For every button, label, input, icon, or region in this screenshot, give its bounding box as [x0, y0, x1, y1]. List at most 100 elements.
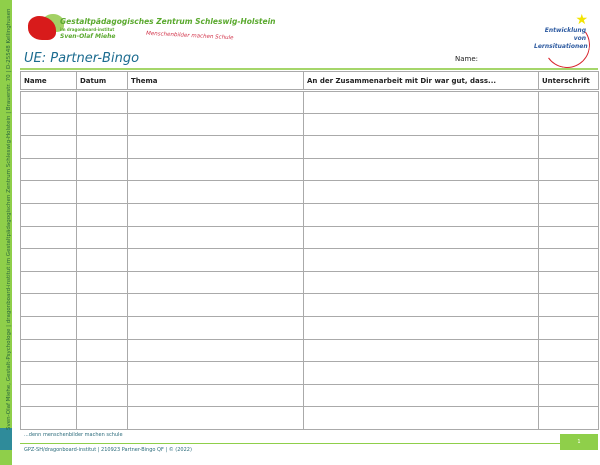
- column-header-unterschrift: Unterschrift: [538, 71, 599, 92]
- table-cell[interactable]: [127, 202, 304, 227]
- table-row: [20, 315, 599, 340]
- sidebar-address: Sven-Olaf Miehe, Gestalt-Psychologe | dr…: [6, 8, 12, 430]
- table-cell[interactable]: [76, 248, 128, 272]
- table-cell[interactable]: [538, 270, 599, 295]
- table-cell[interactable]: [303, 293, 539, 317]
- table-cell[interactable]: [127, 180, 304, 204]
- table-cell[interactable]: [127, 361, 304, 385]
- table-cell[interactable]: [127, 270, 304, 295]
- table-cell[interactable]: [20, 180, 77, 204]
- table-cell[interactable]: [20, 157, 77, 182]
- table-cell[interactable]: [303, 248, 539, 272]
- table-cell[interactable]: [127, 90, 304, 114]
- table-cell[interactable]: [20, 338, 77, 363]
- table-row: [20, 338, 599, 363]
- table-row: [20, 225, 599, 250]
- table-cell[interactable]: [76, 225, 128, 250]
- table-cell[interactable]: [127, 338, 304, 363]
- table-row: [20, 112, 599, 137]
- table-cell[interactable]: [127, 225, 304, 250]
- table-cell[interactable]: [76, 315, 128, 340]
- table-cell[interactable]: [127, 112, 304, 137]
- table-cell[interactable]: [127, 293, 304, 317]
- table-cell[interactable]: [303, 202, 539, 227]
- table-cell[interactable]: [303, 90, 539, 114]
- table-cell[interactable]: [20, 293, 77, 317]
- table-cell[interactable]: [303, 338, 539, 363]
- table-cell[interactable]: [76, 135, 128, 159]
- table-cell[interactable]: [20, 135, 77, 159]
- table-cell[interactable]: [538, 338, 599, 363]
- column-header-feedback: An der Zusammenarbeit mit Dir war gut, d…: [303, 71, 539, 92]
- table-cell[interactable]: [538, 225, 599, 250]
- sidebar-accent: [0, 428, 12, 450]
- star-icon: ★: [575, 12, 588, 28]
- dragon-icon: [28, 16, 56, 40]
- table-cell[interactable]: [538, 180, 599, 204]
- table-cell[interactable]: [20, 202, 77, 227]
- table-cell[interactable]: [20, 90, 77, 114]
- table-cell[interactable]: [538, 112, 599, 137]
- table-cell[interactable]: [127, 157, 304, 182]
- table-cell[interactable]: [538, 315, 599, 340]
- table-cell[interactable]: [20, 225, 77, 250]
- table-cell[interactable]: [127, 383, 304, 408]
- table-cell[interactable]: [20, 383, 77, 408]
- table-cell[interactable]: [303, 112, 539, 137]
- table-cell[interactable]: [538, 293, 599, 317]
- table-cell[interactable]: [20, 406, 77, 430]
- table-cell[interactable]: [303, 180, 539, 204]
- table-cell[interactable]: [538, 406, 599, 430]
- table-row: [20, 248, 599, 272]
- table-cell[interactable]: [20, 315, 77, 340]
- table-cell[interactable]: [20, 112, 77, 137]
- table-cell[interactable]: [76, 180, 128, 204]
- table-cell[interactable]: [538, 383, 599, 408]
- table-cell[interactable]: [127, 406, 304, 430]
- table-cell[interactable]: [538, 90, 599, 114]
- els-logo: ★Entwicklung von Lernsituationen: [530, 12, 594, 72]
- table-row: [20, 361, 599, 385]
- org-name: Gestaltpädagogisches Zentrum Schleswig-H…: [60, 17, 276, 26]
- table-cell[interactable]: [76, 406, 128, 430]
- table-cell[interactable]: [538, 202, 599, 227]
- table-row: [20, 135, 599, 159]
- footer-tagline: ...denn menschenbilder machen schule: [24, 432, 123, 438]
- table-cell[interactable]: [303, 383, 539, 408]
- bingo-table: Name Datum Thema An der Zusammenarbeit m…: [20, 71, 599, 430]
- table-cell[interactable]: [303, 135, 539, 159]
- table-row: [20, 383, 599, 408]
- page-number: 1: [560, 434, 598, 450]
- table-cell[interactable]: [76, 202, 128, 227]
- table-cell[interactable]: [538, 248, 599, 272]
- table-cell[interactable]: [303, 315, 539, 340]
- table-cell[interactable]: [127, 248, 304, 272]
- table-cell[interactable]: [127, 315, 304, 340]
- table-row: [20, 406, 599, 430]
- table-cell[interactable]: [76, 112, 128, 137]
- table-row: [20, 202, 599, 227]
- table-cell[interactable]: [127, 135, 304, 159]
- table-cell[interactable]: [538, 361, 599, 385]
- table-cell[interactable]: [76, 293, 128, 317]
- table-cell[interactable]: [76, 90, 128, 114]
- table-cell[interactable]: [303, 270, 539, 295]
- table-cell[interactable]: [538, 135, 599, 159]
- table-cell[interactable]: [538, 157, 599, 182]
- table-cell[interactable]: [20, 248, 77, 272]
- table-cell[interactable]: [76, 383, 128, 408]
- footer-info: GPZ-SH/dragonboard-institut | 210923 Par…: [24, 447, 192, 453]
- table-cell[interactable]: [20, 270, 77, 295]
- table-cell[interactable]: [76, 361, 128, 385]
- table-cell[interactable]: [76, 157, 128, 182]
- table-cell[interactable]: [303, 157, 539, 182]
- org-person: Sven-Olaf Miehe: [60, 33, 116, 40]
- table-cell[interactable]: [76, 338, 128, 363]
- table-cell[interactable]: [76, 270, 128, 295]
- table-cell[interactable]: [303, 406, 539, 430]
- table-cell[interactable]: [303, 225, 539, 250]
- slogan: Menschenbilder machen Schule: [145, 30, 234, 42]
- column-header-thema: Thema: [127, 71, 304, 92]
- table-cell[interactable]: [303, 361, 539, 385]
- table-cell[interactable]: [20, 361, 77, 385]
